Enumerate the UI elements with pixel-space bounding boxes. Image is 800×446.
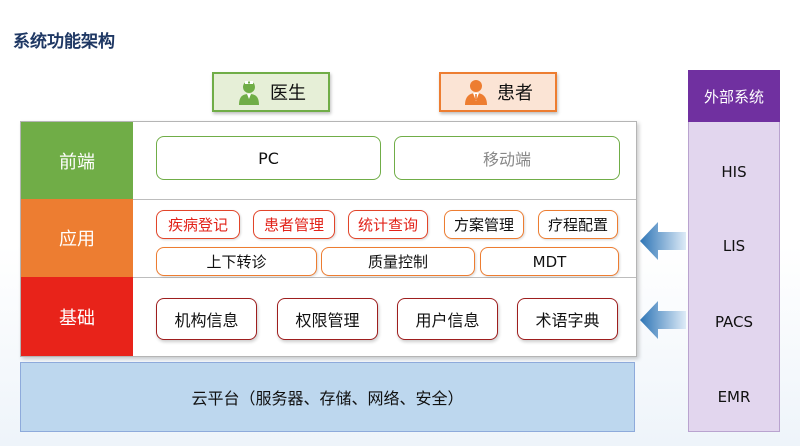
app-item: 方案管理 [444,210,524,239]
patient-icon [463,79,489,105]
role-doctor-label: 医生 [270,83,306,104]
role-doctor: 医生 [212,72,330,112]
external-item: PACS [714,313,754,331]
external-item: EMR [717,388,751,406]
layer-front-label: 前端 [21,122,133,199]
layer-base-label: 基础 [21,277,133,356]
front-item-pc: PC [156,136,381,180]
app-item: 疗程配置 [538,210,618,239]
role-patient: 患者 [439,72,557,112]
external-systems-panel: 外部系统 HIS LIS PACS EMR [688,70,780,432]
app-item: 患者管理 [253,210,335,239]
base-item: 用户信息 [397,298,498,340]
app-item: 上下转诊 [156,247,317,276]
app-item: MDT [480,247,619,276]
arrow-left-icon [640,301,686,339]
layer-divider [133,277,636,278]
external-item: HIS [721,163,747,181]
app-item: 质量控制 [321,247,475,276]
app-item: 疾病登记 [156,210,240,239]
base-item: 术语字典 [517,298,618,340]
app-item: 统计查询 [348,210,428,239]
page-title: 系统功能架构 [13,32,115,52]
external-item: LIS [722,237,746,255]
layer-app-label: 应用 [21,199,133,277]
arrow-left-icon [640,222,686,260]
doctor-icon [236,79,262,105]
layer-divider [133,199,636,200]
role-patient-label: 患者 [497,83,533,104]
architecture-panel: 前端 应用 基础 PC 移动端 疾病登记 患者管理 统计查询 方案管理 疗程配置… [20,121,637,357]
external-systems-title: 外部系统 [688,70,780,122]
front-item-mobile: 移动端 [394,136,620,180]
base-item: 权限管理 [277,298,378,340]
base-item: 机构信息 [156,298,257,340]
cloud-platform: 云平台（服务器、存储、网络、安全） [20,362,635,432]
